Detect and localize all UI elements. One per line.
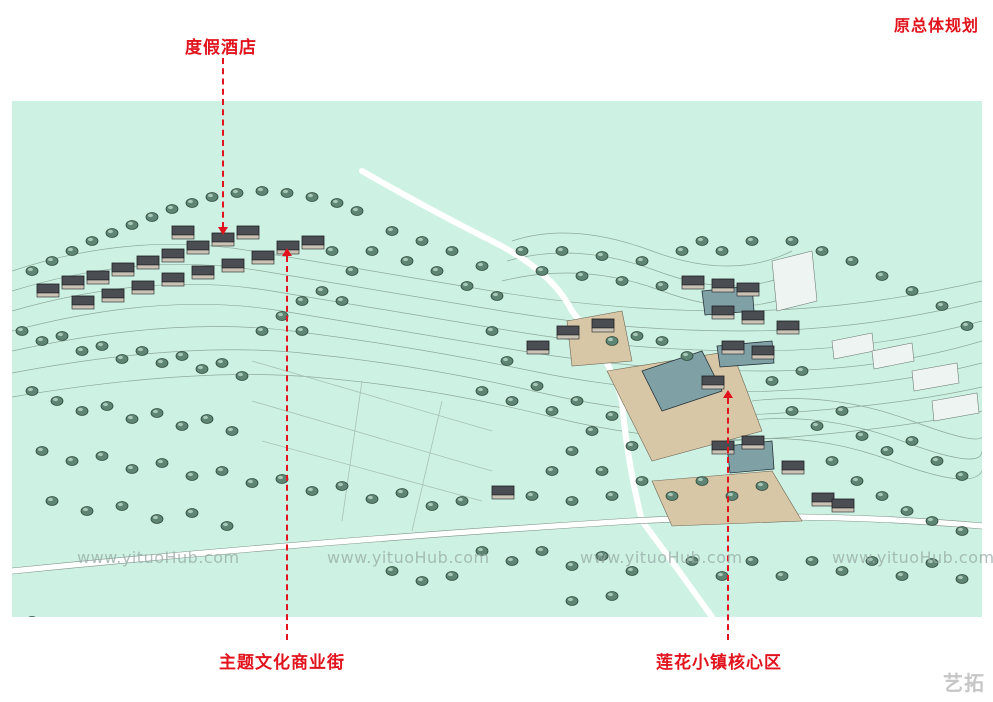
pointer-town-core	[723, 390, 733, 398]
pointer-theme-street	[282, 248, 292, 256]
residential-blocks	[771, 250, 980, 422]
page-title: 原总体规划	[893, 16, 979, 35]
brand-logo: 艺拓	[943, 671, 985, 695]
callout-label-resort-hotel: 度假酒店	[185, 38, 257, 58]
leader-line-theme-street	[286, 256, 288, 640]
hillside-terrain	[12, 232, 982, 480]
leader-line-town-core	[727, 398, 729, 640]
pointer-resort-hotel	[218, 227, 228, 235]
field-lines	[251, 360, 493, 532]
leader-line-resort-hotel	[222, 58, 224, 228]
watermark-text: www.yituoHub.com	[580, 548, 743, 567]
watermark-text: www.yituoHub.com	[327, 548, 490, 567]
callout-label-theme-street: 主题文化商业街	[219, 653, 345, 673]
masterplan-rendering	[12, 101, 982, 617]
watermark-text: www.yituoHub.com	[77, 548, 240, 567]
watermark-text: www.yituoHub.com	[832, 548, 993, 567]
callout-label-town-core: 莲花小镇核心区	[656, 653, 782, 673]
